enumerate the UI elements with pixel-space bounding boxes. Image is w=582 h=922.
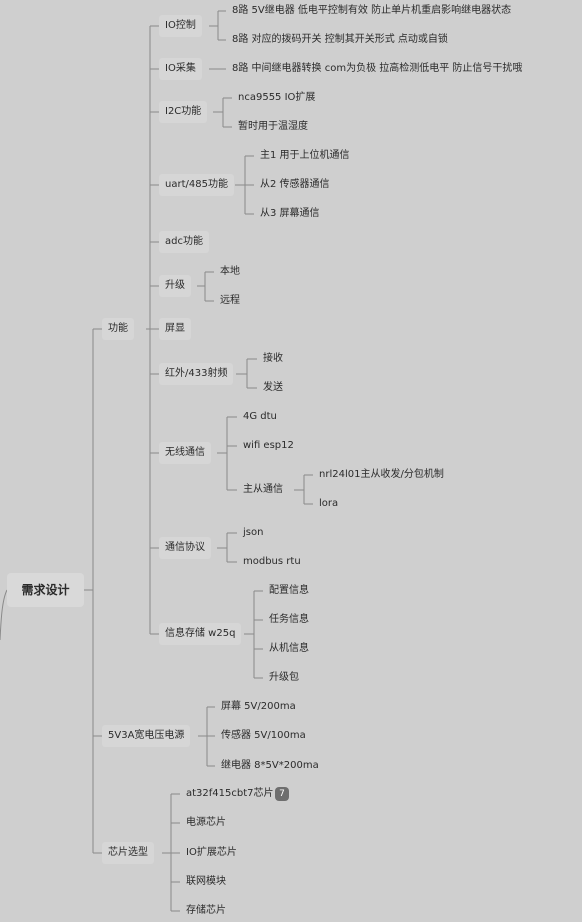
node-wireless-3[interactable]: 主从通信 — [243, 484, 283, 495]
node-power-3[interactable]: 继电器 8*5V*200ma — [221, 760, 319, 771]
node-i2c-1[interactable]: nca9555 IO扩展 — [238, 92, 316, 103]
node-protocol-2[interactable]: modbus rtu — [243, 556, 301, 567]
node-uart[interactable]: uart/485功能 — [159, 174, 234, 196]
node-ir[interactable]: 红外/433射频 — [159, 363, 234, 385]
node-wireless-1[interactable]: 4G dtu — [243, 411, 277, 422]
node-io-acq-1[interactable]: 8路 中间继电器转换 com为负极 拉高检测低电平 防止信号干扰哦 — [232, 63, 523, 74]
node-i2c-2[interactable]: 暂时用于温湿度 — [238, 121, 308, 132]
node-io-ctrl-1[interactable]: 8路 5V继电器 低电平控制有效 防止单片机重启影响继电器状态 — [232, 5, 512, 16]
node-adc[interactable]: adc功能 — [159, 231, 209, 253]
node-storage-2[interactable]: 任务信息 — [269, 614, 309, 625]
node-wireless-3-1[interactable]: nrl24l01主从收发/分包机制 — [319, 469, 444, 480]
root-node[interactable]: 需求设计 — [7, 573, 84, 607]
node-protocol-1[interactable]: json — [243, 527, 264, 538]
node-i2c[interactable]: I2C功能 — [159, 101, 208, 123]
node-wireless[interactable]: 无线通信 — [159, 442, 211, 464]
node-upgrade[interactable]: 升级 — [159, 275, 191, 297]
node-func[interactable]: 功能 — [102, 318, 134, 340]
node-wireless-3-2[interactable]: lora — [319, 498, 339, 509]
node-ir-2[interactable]: 发送 — [263, 382, 283, 393]
note-count-badge[interactable]: 7 — [275, 787, 289, 801]
node-uart-3[interactable]: 从3 屏幕通信 — [260, 208, 320, 219]
node-storage-3[interactable]: 从机信息 — [269, 643, 309, 654]
node-protocol[interactable]: 通信协议 — [159, 537, 211, 559]
node-wireless-2[interactable]: wifi esp12 — [243, 440, 294, 451]
node-io-ctrl[interactable]: IO控制 — [159, 15, 202, 37]
node-chip-2[interactable]: 电源芯片 — [186, 817, 226, 828]
node-upgrade-2[interactable]: 远程 — [220, 295, 240, 306]
node-io-acq[interactable]: IO采集 — [159, 58, 202, 80]
node-screen[interactable]: 屏显 — [159, 318, 191, 340]
node-power-2[interactable]: 传感器 5V/100ma — [221, 730, 306, 741]
node-uart-2[interactable]: 从2 传感器通信 — [260, 179, 330, 190]
node-power[interactable]: 5V3A宽电压电源 — [102, 725, 191, 747]
node-upgrade-1[interactable]: 本地 — [220, 266, 240, 277]
connector-line — [0, 589, 8, 641]
node-storage-4[interactable]: 升级包 — [269, 672, 299, 683]
node-storage-1[interactable]: 配置信息 — [269, 585, 309, 596]
node-chip-4[interactable]: 联网模块 — [186, 876, 226, 887]
node-chip-5[interactable]: 存储芯片 — [186, 905, 226, 916]
node-chip-1[interactable]: at32f415cbt7芯片 — [186, 788, 274, 799]
node-power-1[interactable]: 屏幕 5V/200ma — [221, 701, 296, 712]
node-io-ctrl-2[interactable]: 8路 对应的拨码开关 控制其开关形式 点动或自锁 — [232, 34, 448, 45]
node-chip-3[interactable]: IO扩展芯片 — [186, 847, 237, 858]
node-storage[interactable]: 信息存储 w25q — [159, 623, 242, 645]
node-uart-1[interactable]: 主1 用于上位机通信 — [260, 150, 350, 161]
node-chip[interactable]: 芯片选型 — [102, 842, 154, 864]
node-ir-1[interactable]: 接收 — [263, 353, 283, 364]
